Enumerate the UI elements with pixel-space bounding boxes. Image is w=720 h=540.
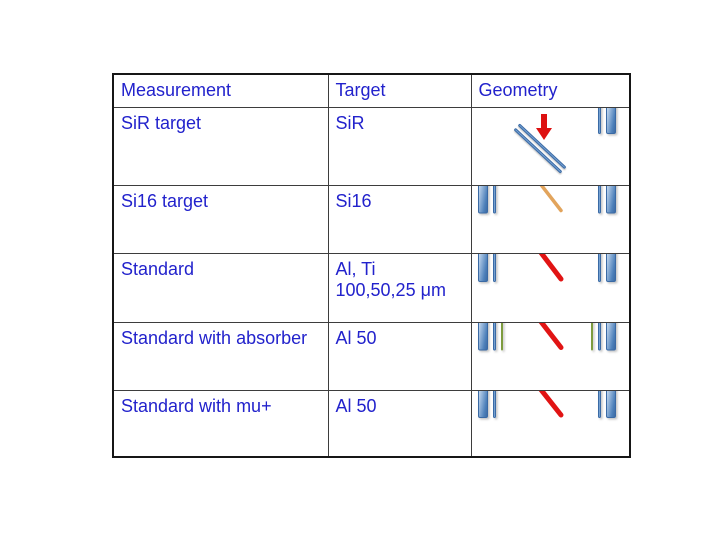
geometry-cell — [470, 321, 631, 391]
header-row: Measurement Target Geometry — [112, 73, 631, 108]
beam-line-icon — [538, 323, 563, 350]
absorber-bar-icon — [591, 323, 593, 350]
table-row: Standard with mu+ Al 50 — [112, 389, 631, 458]
detector-bar-icon — [598, 254, 601, 282]
table-row: Standard with absorber Al 50 — [112, 321, 631, 391]
left-detector-group — [477, 323, 503, 350]
target-cell: Al 50 — [327, 389, 472, 458]
right-detector-group — [598, 254, 616, 282]
detector-bar-icon — [492, 391, 496, 418]
target-text-line: SiR — [335, 112, 365, 133]
detector-bar-icon — [598, 108, 601, 134]
detector-bar-icon — [492, 186, 496, 213]
detector-bar-icon — [598, 323, 601, 350]
target-cell: Si16 — [327, 184, 472, 254]
target-text-line: Al 50 — [335, 327, 377, 348]
detector-bar-icon — [492, 323, 496, 350]
geometry-cell — [470, 389, 631, 458]
target-text-line: Si16 — [335, 190, 372, 211]
measurement-cell: Standard with mu+ — [112, 389, 329, 458]
measurement-cell: Standard — [112, 252, 329, 323]
beam-line-icon — [539, 186, 563, 212]
right-detector-group — [598, 391, 616, 418]
detector-bar-icon — [477, 323, 488, 350]
detector-bar-icon — [606, 323, 616, 350]
detector-bar-icon — [477, 254, 488, 282]
right-detector-group — [598, 186, 616, 213]
measurement-cell: SiR target — [112, 106, 329, 186]
geometry-cell — [470, 252, 631, 323]
detector-bar-icon — [606, 391, 616, 418]
table-row: Si16 target Si16 — [112, 184, 631, 254]
left-detector-group — [477, 391, 496, 418]
header-measurement: Measurement — [112, 73, 329, 108]
beam-line-icon — [538, 391, 563, 417]
target-cell: Al 50 — [327, 321, 472, 391]
measurement-cell: Standard with absorber — [112, 321, 329, 391]
measurement-cell: Si16 target — [112, 184, 329, 254]
right-detector-group — [591, 323, 616, 350]
geometry-cell — [470, 106, 631, 186]
left-detector-group — [477, 254, 496, 282]
right-detector-group — [598, 108, 616, 134]
detector-bar-icon — [598, 186, 601, 213]
detector-bar-icon — [606, 108, 616, 134]
header-geometry: Geometry — [470, 73, 631, 108]
target-cell: SiR — [327, 106, 472, 186]
detector-bar-icon — [598, 391, 601, 418]
beam-line-icon — [538, 254, 563, 281]
detector-bar-icon — [477, 391, 488, 418]
target-text-line: 100,50,25 μm — [335, 280, 446, 301]
left-detector-group — [477, 186, 496, 213]
beam-arrow-icon — [535, 113, 552, 140]
detector-bar-icon — [477, 186, 488, 213]
target-text-line: Al 50 — [335, 395, 377, 416]
geometry-cell — [470, 184, 631, 254]
detector-bar-icon — [606, 254, 616, 282]
header-target: Target — [327, 73, 472, 108]
detector-bar-icon — [606, 186, 616, 213]
target-text-line: Al, Ti — [335, 258, 376, 279]
detector-bar-icon — [492, 254, 496, 282]
absorber-bar-icon — [500, 323, 503, 350]
table-row: SiR target SiR — [112, 106, 631, 186]
